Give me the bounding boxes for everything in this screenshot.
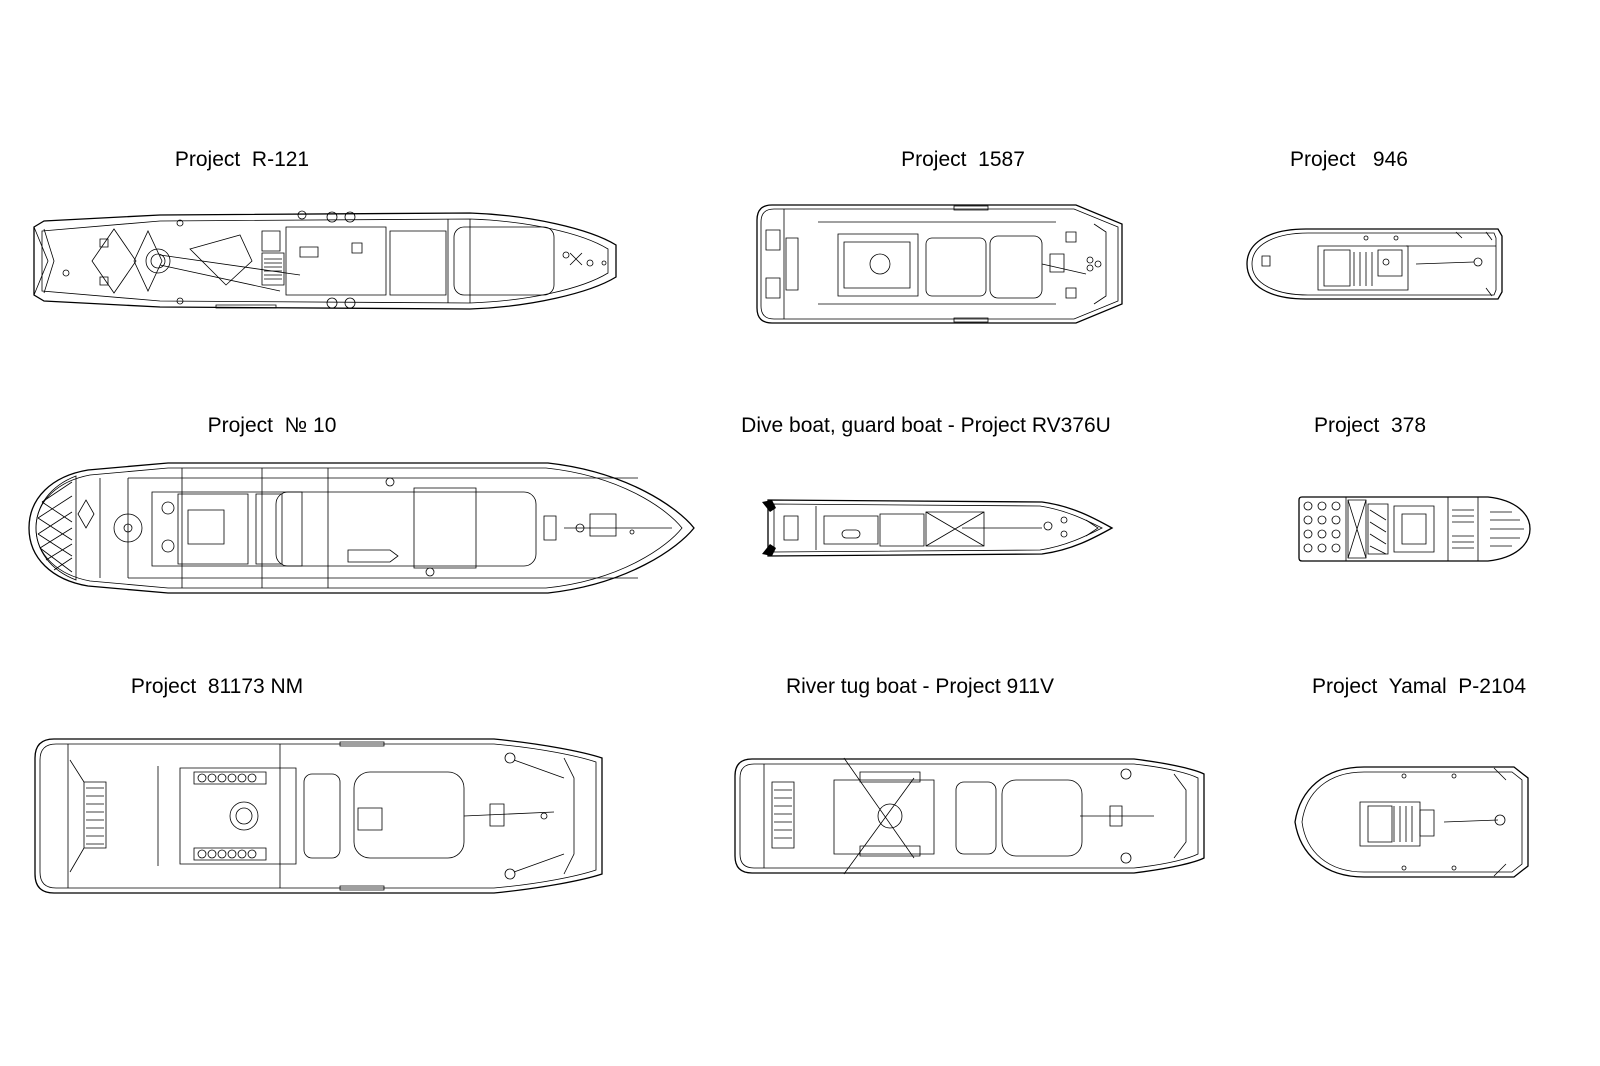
label-project-378: Project 378 bbox=[1313, 414, 1427, 437]
drawing-project-911v bbox=[734, 758, 1206, 874]
drawing-project-r121 bbox=[30, 205, 622, 317]
label-project-911v: River tug boat - Project 911V bbox=[785, 675, 1055, 698]
label-project-rv376u: Dive boat, guard boat - Project RV376U bbox=[741, 414, 1111, 437]
label-project-r121: Project R-121 bbox=[174, 148, 310, 171]
drawing-project-378 bbox=[1298, 496, 1532, 562]
label-project-yamal: Project Yamal P-2104 bbox=[1312, 675, 1526, 698]
drawing-project-1587 bbox=[756, 204, 1124, 324]
drawing-project-yamal bbox=[1294, 766, 1530, 878]
drawing-project-81173nm bbox=[34, 738, 606, 894]
label-project-946: Project 946 bbox=[1290, 148, 1408, 171]
label-project-no10: Project № 10 bbox=[207, 414, 337, 437]
drawing-project-no10 bbox=[28, 462, 696, 594]
label-project-81173nm: Project 81173 NM bbox=[130, 675, 304, 698]
drawing-project-946 bbox=[1246, 228, 1504, 300]
label-project-1587: Project 1587 bbox=[901, 148, 1025, 171]
drawing-project-rv376u bbox=[762, 496, 1114, 560]
